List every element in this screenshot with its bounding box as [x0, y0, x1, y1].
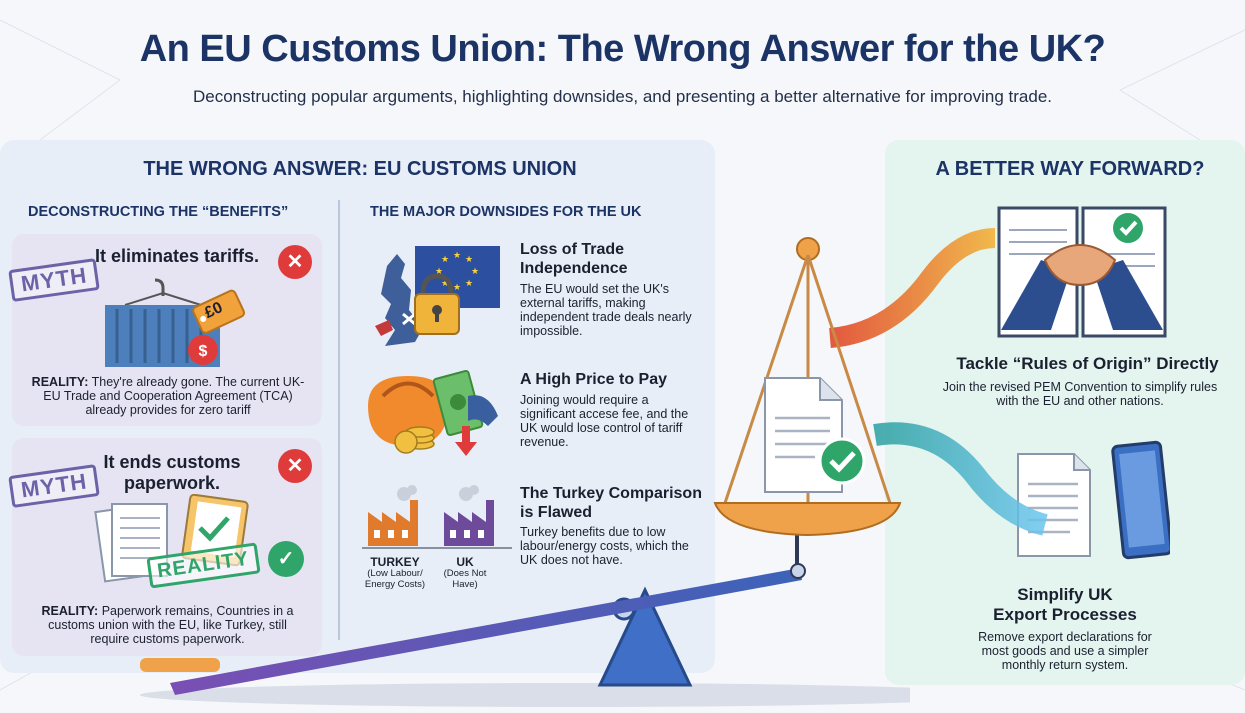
handshake-agreement-icon — [997, 206, 1167, 338]
reality-text-paperwork: REALITY: Paperwork remains, Countries in… — [41, 604, 294, 646]
downside-text: Turkey benefits due to low labour/energy… — [520, 525, 689, 567]
cross-icon: ✕ — [278, 449, 312, 483]
cross-icon: ✕ — [278, 245, 312, 279]
better-way-text: Join the revised PEM Convention to simpl… — [942, 380, 1218, 408]
factory-label-turkey: TURKEY (Low Labour/ Energy Costs) — [364, 555, 426, 590]
shipping-container-icon: $ — [105, 278, 246, 367]
check-icon: ✓ — [268, 541, 304, 577]
svg-text:★: ★ — [441, 255, 449, 265]
downsides-heading: THE MAJOR DOWNSIDES FOR THE UK — [370, 204, 642, 220]
svg-text:★: ★ — [441, 279, 449, 289]
myth-title: It eliminates tariffs. — [95, 246, 260, 266]
svg-text:★: ★ — [465, 279, 473, 289]
downside-title: The Turkey Comparison is Flawed — [520, 485, 702, 521]
flow-ribbons — [828, 228, 1048, 536]
svg-text:★: ★ — [471, 267, 479, 277]
downside-title: Loss of Trade Independence — [520, 241, 628, 277]
wrong-answer-heading: THE WRONG ANSWER: EU CUSTOMS UNION — [143, 158, 577, 180]
downside-text: The EU would set the UK's external tarif… — [520, 282, 692, 338]
downside-title: A High Price to Pay — [520, 371, 667, 388]
better-way-text: Remove export declarations for most good… — [978, 630, 1152, 672]
svg-text:★: ★ — [435, 267, 443, 277]
benefits-heading: DECONSTRUCTING THE “BENEFITS” — [28, 204, 289, 220]
svg-text:★: ★ — [453, 283, 461, 293]
svg-text:$: $ — [199, 343, 208, 360]
reality-text-tariffs: REALITY: They're already gone. The curre… — [31, 375, 305, 417]
svg-text:★: ★ — [465, 255, 473, 265]
page-title: An EU Customs Union: The Wrong Answer fo… — [139, 28, 1106, 70]
balance-scale-seesaw — [140, 237, 910, 707]
svg-text:★: ★ — [453, 251, 461, 261]
downside-text: Joining would require a significant acce… — [520, 393, 689, 449]
purse-money-icon — [368, 370, 498, 456]
better-way-heading: A BETTER WAY FORWARD? — [935, 158, 1205, 180]
myth-title: It ends customs paperwork. — [103, 452, 241, 493]
column-divider — [338, 200, 340, 640]
better-way-title: Tackle “Rules of Origin” Directly — [956, 354, 1219, 373]
uk-map-eu-flag-lock-icon: ★ ★ ★ ★ ★ ★ ★ ★ — [375, 246, 500, 346]
better-way-title: Simplify UK Export Processes — [993, 585, 1137, 624]
factory-label-uk: UK (Does Not Have) — [443, 555, 487, 590]
factories-icon — [362, 485, 512, 549]
page-subtitle: Deconstructing popular arguments, highli… — [193, 87, 1052, 106]
